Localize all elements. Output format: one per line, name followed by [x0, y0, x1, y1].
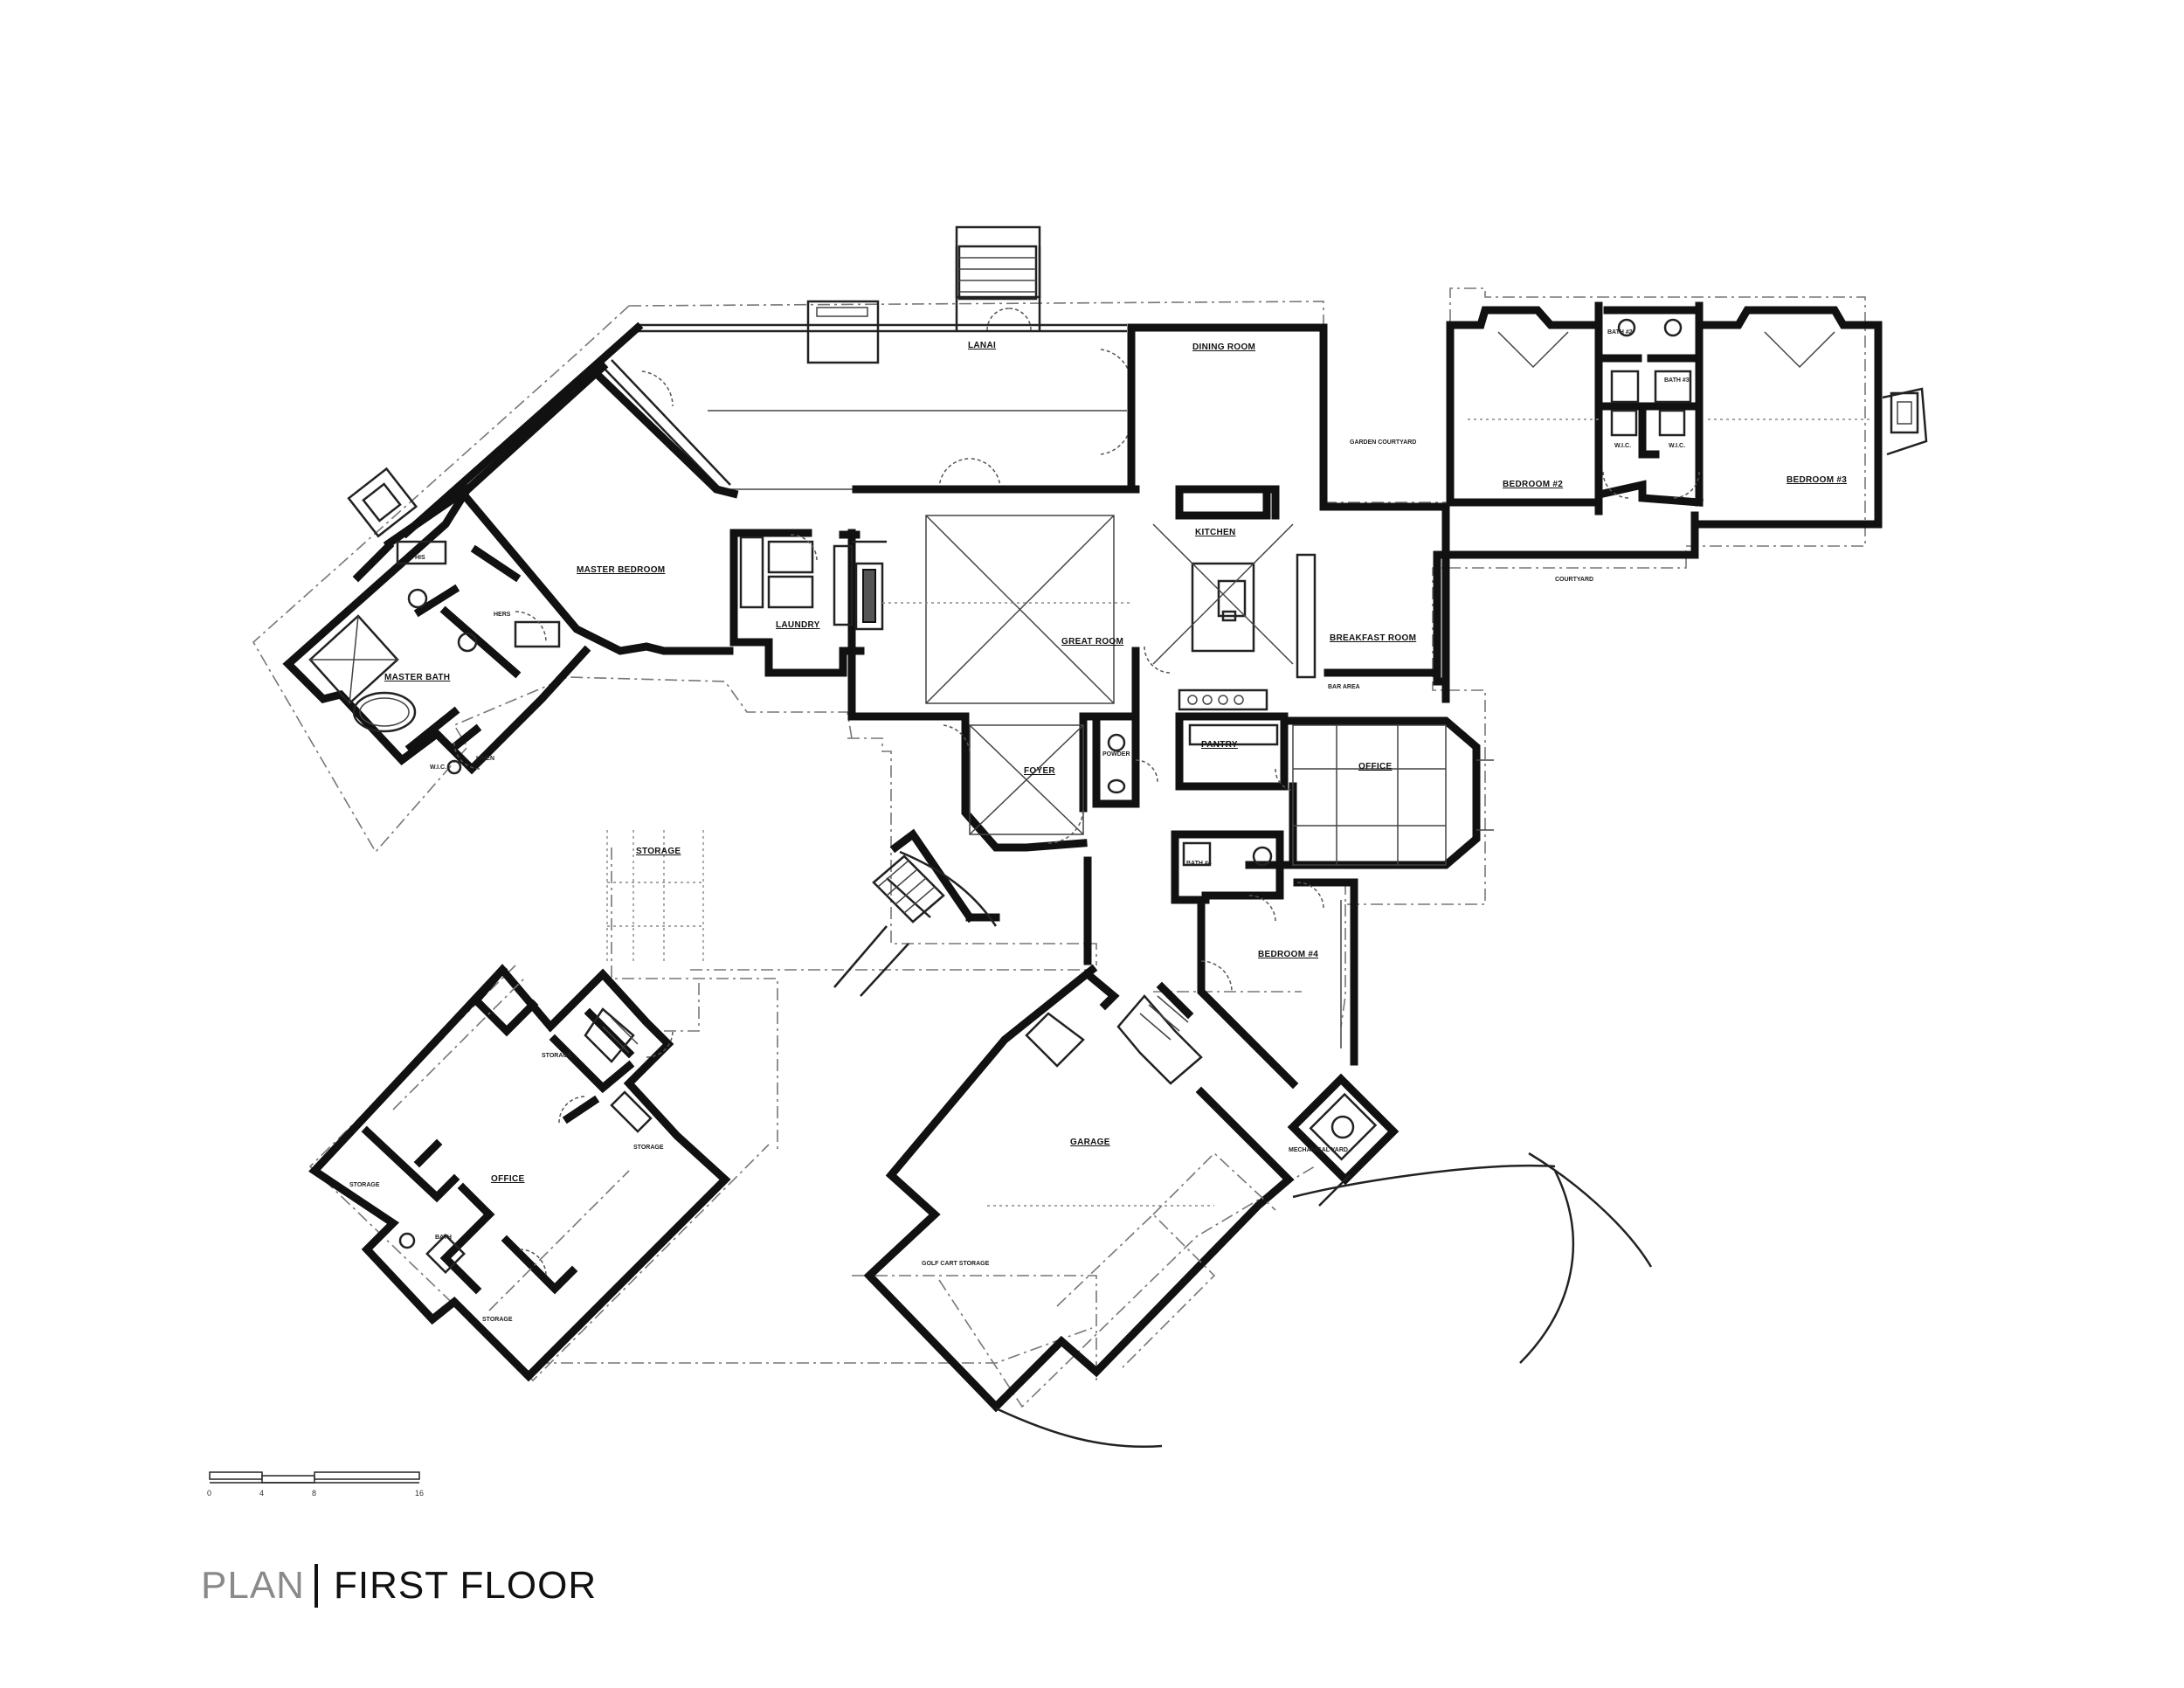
label-storage-4: STORAGE: [482, 1317, 513, 1323]
label-master-bath: MASTER BATH: [384, 673, 450, 682]
label-great-room: GREAT ROOM: [1061, 637, 1123, 647]
bedroom-4-interior: [1200, 882, 1400, 1186]
scale-tick-4: 4: [259, 1489, 264, 1498]
label-mechanical-yard: MECHANICAL YARD: [1289, 1147, 1348, 1153]
label-dining-room: DINING ROOM: [1192, 342, 1255, 352]
label-bath-guest: BATH: [435, 1235, 452, 1241]
label-bar-area: BAR AREA: [1328, 684, 1360, 690]
label-wic-2: W.I.C.: [1669, 443, 1685, 449]
scale-tick-16: 16: [415, 1489, 424, 1498]
roof-outlines: [252, 287, 1866, 1408]
lanai-area: [602, 300, 1132, 495]
laundry-interior: [739, 534, 887, 631]
label-bedroom-2: BEDROOM #2: [1503, 480, 1563, 489]
label-garage: GARAGE: [1070, 1138, 1110, 1147]
label-storage-1: STORAGE: [542, 1053, 572, 1059]
scale-tick-8: 8: [312, 1489, 316, 1498]
bedroom-wing-fixtures: [1468, 318, 1928, 499]
label-office-guest: OFFICE: [491, 1174, 524, 1184]
label-bath-3: BATH #3: [1664, 377, 1690, 384]
label-bath-4: BATH #4: [1186, 861, 1212, 867]
lanai-stair: [955, 225, 1041, 332]
label-storage-2: STORAGE: [633, 1145, 664, 1151]
title-divider: [314, 1564, 318, 1608]
master-bath-stair: [347, 467, 418, 538]
pantry-office-interior: [1188, 723, 1494, 866]
foyer-interior: [833, 724, 1084, 997]
label-courtyard: COURTYARD: [1555, 577, 1593, 583]
label-storage-top: STORAGE: [636, 847, 681, 856]
great-room-interior: [882, 515, 1131, 704]
main-house-walls: [282, 301, 1883, 1090]
label-garden-courtyard: GARDEN COURTYARD: [1350, 439, 1416, 446]
label-wic-1: W.I.C.: [1614, 443, 1631, 449]
label-foyer: FOYER: [1024, 766, 1055, 776]
label-master-bedroom: MASTER BEDROOM: [577, 565, 665, 575]
label-bath-2: BATH #2: [1607, 329, 1633, 336]
label-bedroom-4: BEDROOM #4: [1258, 950, 1318, 959]
label-laundry: LAUNDRY: [776, 620, 820, 630]
label-golf-cart-storage: GOLF CART STORAGE: [922, 1261, 990, 1267]
label-lanai: LANAI: [968, 341, 996, 350]
title-floor: FIRST FLOOR: [334, 1564, 598, 1607]
label-kitchen: KITCHEN: [1195, 528, 1236, 537]
label-bedroom-3: BEDROOM #3: [1787, 475, 1847, 485]
room-labels: LANAI DINING ROOM GARDEN COURTYARD BATH …: [349, 329, 1847, 1323]
label-breakfast-room: BREAKFAST ROOM: [1330, 633, 1416, 643]
label-office-main: OFFICE: [1358, 762, 1392, 771]
master-suite-interior: [308, 540, 561, 775]
label-hers: HERS: [494, 612, 511, 618]
label-his: HIS: [415, 555, 425, 561]
garage-walls: [863, 964, 1653, 1448]
guest-house-walls: [308, 830, 731, 1382]
label-linen: LINEN: [476, 756, 494, 762]
label-wic-master: W.I.C.: [430, 764, 446, 771]
kitchen-interior: [1144, 485, 1317, 711]
label-pantry: PANTRY: [1201, 740, 1238, 750]
title-plan: PLAN: [201, 1564, 305, 1607]
powder-bath-fixtures: [1107, 733, 1276, 923]
label-storage-3: STORAGE: [349, 1182, 380, 1188]
scale-tick-0: 0: [207, 1489, 211, 1498]
scale-bar: 0 4 8 16: [207, 1471, 424, 1498]
label-powder: POWDER: [1102, 751, 1130, 758]
